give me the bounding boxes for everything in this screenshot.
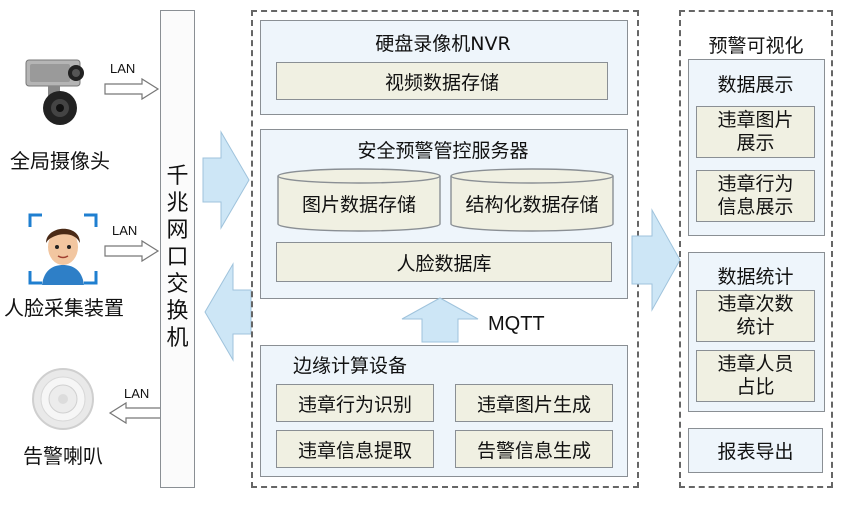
face-device-label: 人脸采集装置 xyxy=(4,296,124,320)
lan-label-3: LAN xyxy=(124,386,150,401)
stats-item-count: 违章次数 统计 xyxy=(696,290,815,342)
report-export-box: 报表导出 xyxy=(688,428,823,473)
image-storage-label: 图片数据存储 xyxy=(301,194,416,216)
camera-label: 全局摄像头 xyxy=(10,149,110,173)
network-switch xyxy=(160,10,195,488)
lan-arrow-camera xyxy=(104,77,160,101)
speaker-label: 告警喇叭 xyxy=(23,444,103,468)
edge-item-alert-gen: 告警信息生成 xyxy=(455,430,613,468)
display-title: 数据展示 xyxy=(717,74,794,96)
edge-item-info-extract: 违章信息提取 xyxy=(276,430,434,468)
face-capture-icon xyxy=(28,213,98,285)
switch-label: 千 兆 网 口 交 换 机 xyxy=(166,164,189,351)
image-storage-cylinder xyxy=(277,168,441,232)
arrow-server-to-switch xyxy=(204,262,252,362)
visualization-title: 预警可视化 xyxy=(708,35,804,57)
lan-label-2: LAN xyxy=(112,223,138,238)
server-title: 安全预警管控服务器 xyxy=(357,140,529,162)
lan-label-1: LAN xyxy=(110,61,136,76)
speaker-icon xyxy=(30,366,96,432)
lan-arrow-face xyxy=(104,239,160,263)
edge-item-recognition: 违章行为识别 xyxy=(276,384,434,422)
camera-icon xyxy=(20,50,100,130)
lan-arrow-speaker xyxy=(108,401,164,425)
struct-storage-cylinder xyxy=(450,168,614,232)
video-storage-box: 视频数据存储 xyxy=(276,62,608,100)
arrow-to-visualization xyxy=(631,208,681,312)
face-db-box: 人脸数据库 xyxy=(276,242,612,282)
stats-item-ratio: 违章人员 占比 xyxy=(696,350,815,402)
nvr-title: 硬盘录像机NVR xyxy=(375,33,511,55)
mqtt-arrow-up xyxy=(401,297,479,343)
edge-item-image-gen: 违章图片生成 xyxy=(455,384,613,422)
visualization-dashed-frame xyxy=(679,10,833,488)
arrow-switch-to-server xyxy=(202,130,250,230)
display-item-behavior: 违章行为 信息展示 xyxy=(696,170,815,222)
edge-title: 边缘计算设备 xyxy=(292,355,407,377)
struct-storage-label: 结构化数据存储 xyxy=(465,194,599,216)
display-item-images: 违章图片 展示 xyxy=(696,106,815,158)
mqtt-label: MQTT xyxy=(488,313,545,335)
stats-title: 数据统计 xyxy=(717,266,794,288)
